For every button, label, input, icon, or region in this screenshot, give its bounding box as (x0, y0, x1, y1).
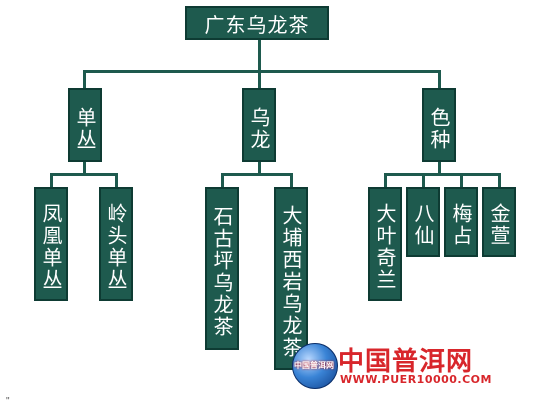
connector-sezhong-1 (384, 173, 387, 189)
connector-wulong-horizontal (221, 173, 293, 176)
connector-sezhong-horizontal (384, 173, 501, 176)
leaf-node-lingtou-dancong: 岭头单丛 (99, 187, 133, 301)
root-node: 广东乌龙茶 (185, 6, 329, 40)
connector-sezhong-2 (422, 173, 425, 189)
footnote-mark: " (6, 396, 10, 407)
connector-wulong-left (221, 173, 224, 189)
branch-node-wulong: 乌龙 (242, 88, 276, 162)
watermark-logo-text: 中国普洱网 (294, 361, 334, 370)
connector-to-wulong (258, 70, 261, 90)
connector-wulong-right (290, 173, 293, 189)
connector-to-dancong (83, 70, 86, 90)
leaf-node-fenghuang-dancong: 凤凰单丛 (34, 187, 68, 301)
connector-level1-horizontal (83, 70, 440, 73)
connector-dancong-right (115, 173, 118, 189)
connector-dancong-down (83, 160, 86, 175)
leaf-node-dapu-xiyan-wulong: 大埔西岩乌龙茶 (274, 187, 308, 370)
connector-root-down (258, 38, 261, 72)
leaf-node-meizhan: 梅占 (444, 187, 478, 257)
leaf-node-baxian: 八仙 (406, 187, 440, 257)
connector-to-sezhong (438, 70, 441, 90)
branch-node-dancong: 单丛 (68, 88, 102, 162)
watermark-title: 中国普洱网 (338, 347, 474, 377)
connector-dancong-horizontal (50, 173, 118, 176)
watermark-globe-logo (292, 343, 338, 389)
connector-wulong-down (258, 160, 261, 175)
leaf-node-jinxuan: 金萱 (482, 187, 516, 257)
leaf-node-daye-qilan: 大叶奇兰 (368, 187, 402, 301)
connector-dancong-left (50, 173, 53, 189)
leaf-node-shiguping-wulong: 石古坪乌龙茶 (205, 187, 239, 350)
connector-sezhong-down (438, 160, 441, 175)
branch-node-sezhong: 色种 (422, 88, 456, 162)
connector-sezhong-4 (498, 173, 501, 189)
connector-sezhong-3 (460, 173, 463, 189)
watermark-url: WWW.PUER10000.COM (340, 373, 492, 386)
